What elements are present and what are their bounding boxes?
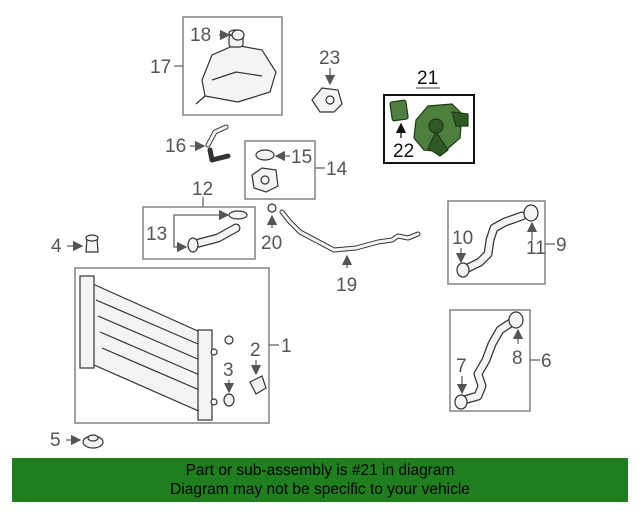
gasket-22 bbox=[389, 99, 409, 122]
callout-4: 4 bbox=[51, 236, 62, 257]
thermostat-box bbox=[383, 94, 475, 164]
callout-20: 20 bbox=[261, 233, 282, 254]
callout-19: 19 bbox=[336, 275, 357, 296]
callout-12: 12 bbox=[192, 179, 213, 200]
clamp-7 bbox=[454, 394, 468, 410]
callout-11: 11 bbox=[526, 238, 546, 259]
parts-diagram: 18 17 23 21 22 16 15 1 bbox=[50, 16, 567, 451]
clip-20-group[interactable]: 20 bbox=[261, 203, 282, 254]
callout-23: 23 bbox=[319, 48, 340, 69]
callout-3: 3 bbox=[223, 360, 234, 381]
callout-7: 7 bbox=[456, 356, 467, 377]
lower-hose-group[interactable]: 7 8 6 bbox=[449, 309, 552, 412]
pipe-19-group[interactable]: 19 bbox=[279, 209, 421, 296]
callout-8: 8 bbox=[512, 348, 523, 369]
banner-line-1: Part or sub-assembly is #21 in diagram bbox=[185, 462, 455, 479]
water-pipe bbox=[279, 209, 421, 253]
clip-20 bbox=[267, 203, 277, 213]
hose-16-group[interactable]: 16 bbox=[165, 124, 231, 163]
callout-15: 15 bbox=[291, 147, 312, 168]
info-banner: Part or sub-assembly is #21 in diagram D… bbox=[12, 458, 628, 502]
fitting-23-group[interactable]: 23 bbox=[311, 48, 343, 113]
bracket-group[interactable]: 15 14 bbox=[244, 140, 348, 200]
callout-18: 18 bbox=[190, 25, 211, 46]
bracket-box bbox=[244, 140, 316, 200]
banner-line-2: Diagram may not be specific to your vehi… bbox=[170, 481, 470, 498]
drain-plug-group[interactable]: 4 bbox=[51, 234, 99, 257]
plug-3-part bbox=[224, 335, 234, 345]
callout-22: 22 bbox=[393, 141, 414, 162]
hose-12-group[interactable]: 12 13 bbox=[142, 179, 256, 260]
radiator-group[interactable]: 3 2 1 bbox=[74, 267, 292, 424]
callout-9: 9 bbox=[556, 235, 567, 256]
upper-hose-group[interactable]: 10 11 9 bbox=[447, 200, 567, 285]
callout-6: 6 bbox=[541, 351, 552, 372]
reservoir-group[interactable]: 18 17 bbox=[150, 16, 283, 116]
clamp-11 bbox=[523, 204, 539, 222]
clamp-10 bbox=[456, 262, 470, 278]
thermostat-group[interactable]: 21 22 bbox=[383, 68, 475, 164]
clamp-15 bbox=[255, 149, 275, 161]
o-ring-3 bbox=[223, 393, 235, 407]
reservoir-tank bbox=[201, 44, 277, 103]
callout-16: 16 bbox=[165, 136, 186, 157]
callout-14: 14 bbox=[326, 159, 348, 180]
reservoir-cap bbox=[231, 29, 245, 41]
radiator-left-tank bbox=[79, 275, 95, 369]
clamp-13a bbox=[228, 210, 248, 220]
mount-5-group[interactable]: 5 bbox=[50, 430, 104, 451]
callout-5: 5 bbox=[50, 430, 61, 451]
callout-13: 13 bbox=[146, 224, 167, 245]
callout-2: 2 bbox=[250, 340, 261, 361]
callout-10: 10 bbox=[452, 228, 473, 249]
callout-1: 1 bbox=[281, 336, 292, 357]
callout-21: 21 bbox=[417, 68, 438, 89]
drain-cock-2 bbox=[249, 375, 267, 395]
radiator-right-tank bbox=[197, 329, 213, 421]
clamp-8 bbox=[508, 311, 524, 329]
hose-12-box bbox=[142, 206, 256, 260]
callout-17: 17 bbox=[150, 57, 171, 78]
upper-hose-box bbox=[447, 200, 546, 285]
clamp-13b bbox=[187, 237, 199, 253]
